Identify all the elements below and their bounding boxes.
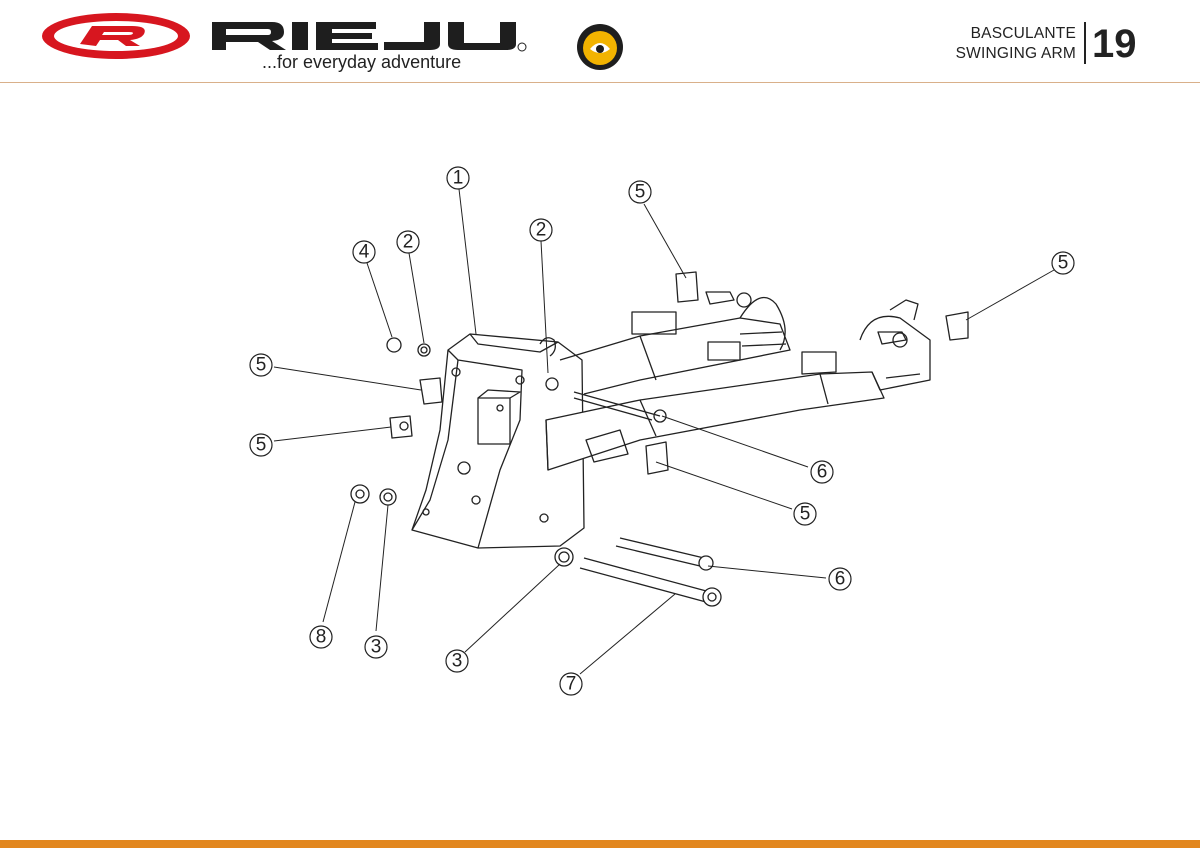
title-separator [1084,22,1086,64]
callout-label: 5 [1058,253,1069,274]
callout-6b: 6 [828,567,852,591]
callout-5c: 5 [249,353,273,377]
rieju-logo [42,13,527,59]
eye-bike-logo [577,24,623,70]
callout-5e: 5 [793,502,817,526]
callout-label: 5 [635,182,646,203]
callout-3a: 3 [364,635,388,659]
callout-label: 6 [817,462,828,483]
section-title-es: BASCULANTE [970,25,1076,42]
callout-label: 2 [536,220,547,241]
page-number: 19 [1092,22,1137,66]
callout-label: 2 [403,232,414,253]
callout-label: 5 [256,435,267,456]
swinging-arm-drawing [350,271,969,607]
callout-4: 4 [352,240,376,264]
callout-5b: 5 [1051,251,1075,275]
callout-label: 4 [359,242,370,263]
callout-label: 8 [316,627,327,648]
callout-label: 3 [452,651,463,672]
callout-1: 1 [446,166,470,190]
section-title: BASCULANTE SWINGING ARM [956,24,1076,64]
logo-wordmark [212,22,516,50]
callout-5d: 5 [249,433,273,457]
footer-accent-bar [0,840,1200,848]
callout-2b: 2 [396,230,420,254]
callout-5a: 5 [628,180,652,204]
section-title-en: SWINGING ARM [955,45,1076,62]
callout-3b: 3 [445,649,469,673]
callout-label: 3 [371,637,382,658]
callout-7: 7 [559,672,583,696]
callout-label: 7 [566,674,577,695]
callout-label: 6 [835,569,846,590]
callout-leaders [273,188,1055,675]
callout-2a: 2 [529,218,553,242]
callout-8: 8 [309,625,333,649]
swinging-arm-exploded-diagram: 1 2 2 4 5 5 5 5 5 6 6 8 3 3 7 [249,166,1075,696]
callout-label: 1 [453,168,464,189]
header: ...for everyday adventure BASCULANTE SWI… [0,0,1200,83]
callout-label: 5 [256,355,267,376]
brand-tagline: ...for everyday adventure [262,52,462,72]
callout-6a: 6 [810,460,834,484]
callout-label: 5 [800,504,811,525]
